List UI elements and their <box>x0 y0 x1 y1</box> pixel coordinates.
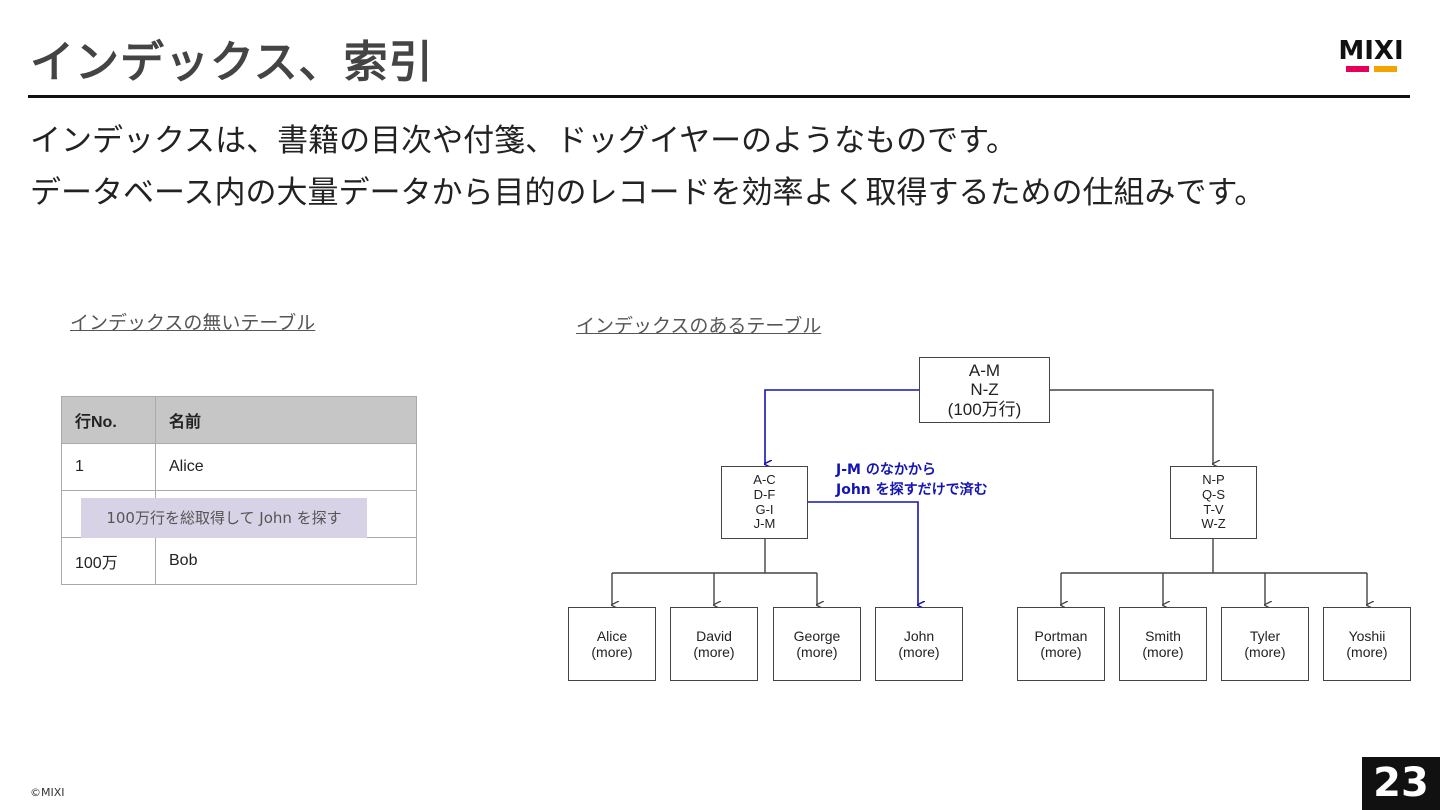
leaf-more: (more) <box>693 644 735 660</box>
root-count: (100万行) <box>947 399 1022 419</box>
index-search-note: J-M のなかから John を探すだけで済む <box>836 460 988 500</box>
table-row: 100万 Bob <box>61 537 417 585</box>
index-search-note-line-1: J-M のなかから <box>836 462 936 478</box>
column-header-name: 名前 <box>155 396 417 444</box>
index-search-note-line-2: John を探すだけで済む <box>836 482 988 498</box>
root-range-2: N-Z <box>970 380 999 400</box>
mixi-logo: MIXI <box>1330 34 1412 76</box>
leaf-name: Alice <box>596 627 628 644</box>
leaf-node-david: David (more) <box>670 607 758 681</box>
branch-range: D-F <box>753 486 776 502</box>
leaf-more: (more) <box>898 644 940 660</box>
intro-text: インデックスは、書籍の目次や付箋、ドッグイヤーのようなものです。 データベース内… <box>30 115 1265 219</box>
column-header-row-no: 行No. <box>61 396 156 444</box>
leaf-name: Portman <box>1034 627 1088 644</box>
leaf-more: (more) <box>1244 644 1286 660</box>
copyright: ©MIXI <box>30 786 65 799</box>
left-branch-bus <box>612 539 817 574</box>
leaf-more: (more) <box>1142 644 1184 660</box>
title-divider <box>28 95 1410 98</box>
leaf-name: George <box>793 627 841 644</box>
right-branch-bus <box>1061 539 1367 574</box>
with-index-heading: インデックスのあるテーブル <box>576 315 822 337</box>
leaf-node-alice: Alice (more) <box>568 607 656 681</box>
leaf-node-tyler: Tyler (more) <box>1221 607 1309 681</box>
slide-title: インデックス、索引 <box>30 37 434 88</box>
branch-range: A-C <box>753 471 776 487</box>
logo-text: MIXI <box>1338 36 1403 66</box>
leaf-name: David <box>696 627 732 644</box>
leaf-more: (more) <box>591 644 633 660</box>
row-name-cell: Alice <box>155 443 417 491</box>
leaf-more: (more) <box>796 644 838 660</box>
leaf-node-george: George (more) <box>773 607 861 681</box>
intro-line-2: データベース内の大量データから目的のレコードを効率よく取得するための仕組みです。 <box>30 175 1266 211</box>
branch-range: T-V <box>1203 501 1224 517</box>
row-no-cell: 100万 <box>61 537 156 585</box>
table-header-row: 行No. 名前 <box>61 396 417 444</box>
root-range-1: A-M <box>968 360 1001 380</box>
intro-line-1: インデックスは、書籍の目次や付箋、ドッグイヤーのようなものです。 <box>30 123 1018 159</box>
root-to-left-connector <box>765 389 919 464</box>
leaf-node-smith: Smith (more) <box>1119 607 1207 681</box>
no-index-heading: インデックスの無いテーブル <box>70 312 316 334</box>
leaf-name: Tyler <box>1249 627 1281 644</box>
root-node: A-M N-Z (100万行) <box>919 357 1050 423</box>
branch-range: J-M <box>753 516 776 532</box>
table-row: 1 Alice <box>61 443 417 491</box>
to-john-connector <box>808 501 918 605</box>
full-scan-note: 100万行を総取得して John を探す <box>81 498 367 538</box>
branch-range: G-I <box>755 501 774 517</box>
leaf-node-john: John (more) <box>875 607 963 681</box>
leaf-name: Yoshii <box>1348 627 1386 644</box>
leaf-node-portman: Portman (more) <box>1017 607 1105 681</box>
branch-range: N-P <box>1202 471 1225 487</box>
leaf-more: (more) <box>1040 644 1082 660</box>
root-to-right-connector <box>1050 389 1213 464</box>
leaf-node-yoshii: Yoshii (more) <box>1323 607 1411 681</box>
leaf-name: John <box>903 627 935 644</box>
row-name-cell: Bob <box>155 537 417 585</box>
left-branch-node: A-C D-F G-I J-M <box>721 466 808 539</box>
branch-range: Q-S <box>1201 486 1226 502</box>
page-number: 23 <box>1362 757 1440 810</box>
leaf-more: (more) <box>1346 644 1388 660</box>
branch-range: W-Z <box>1201 516 1226 532</box>
leaf-name: Smith <box>1145 627 1181 644</box>
right-branch-node: N-P Q-S T-V W-Z <box>1170 466 1257 539</box>
